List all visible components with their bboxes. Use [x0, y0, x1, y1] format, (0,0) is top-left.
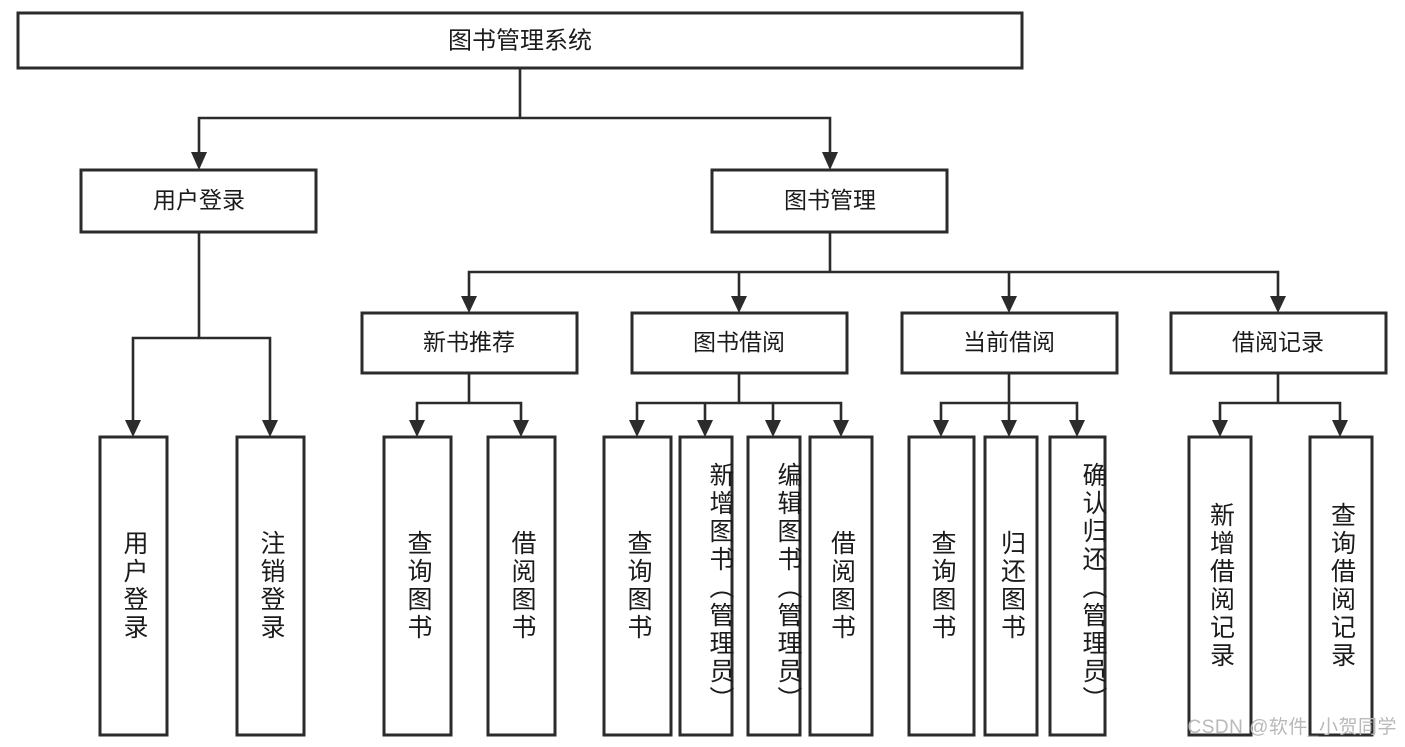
- node-user-login[interactable]: 用户登录: [79, 168, 318, 234]
- leaf-box-confirm-return-admin[interactable]: [1048, 435, 1107, 737]
- node-book-borrow[interactable]: 图书借阅: [630, 311, 849, 375]
- leaf-box-edit-book-admin[interactable]: [746, 435, 802, 737]
- leaf-box-borrow-book-1[interactable]: [486, 435, 557, 737]
- leaf-box-borrow-book-2[interactable]: [808, 435, 874, 737]
- leaf-box-query-book-1[interactable]: [382, 435, 453, 737]
- leaf-box-add-borrow-record[interactable]: [1187, 435, 1253, 737]
- node-book-borrow-label: 图书借阅: [693, 329, 785, 355]
- connectors-current-borrow-to-leaves: [933, 371, 1085, 437]
- node-root-label: 图书管理系统: [448, 27, 592, 54]
- node-root-book-management-system[interactable]: 图书管理系统: [16, 11, 1024, 70]
- leaf-box-add-book-admin[interactable]: [678, 435, 734, 737]
- connectors-book-borrow-to-leaves: [629, 371, 849, 437]
- leaf-box-user-login[interactable]: [98, 435, 169, 737]
- connectors-new-book-to-leaves: [409, 371, 529, 437]
- connectors-book-management-to-level2: [461, 230, 1286, 313]
- leaf-boxes-book-borrow: [602, 435, 874, 737]
- node-book-management[interactable]: 图书管理: [710, 168, 949, 234]
- node-book-management-label: 图书管理: [784, 187, 876, 213]
- node-borrow-record[interactable]: 借阅记录: [1169, 311, 1388, 375]
- watermark-text: CSDN @软件_小贺同学: [1187, 717, 1397, 738]
- leaf-box-query-book-2[interactable]: [602, 435, 673, 737]
- leaf-box-query-borrow-record[interactable]: [1308, 435, 1374, 737]
- node-user-login-label: 用户登录: [153, 187, 245, 213]
- leaf-box-return-book[interactable]: [983, 435, 1039, 737]
- leaf-boxes-new-book-recommend: [382, 435, 557, 737]
- leaf-box-logout-login[interactable]: [235, 435, 306, 737]
- leaf-boxes-user-login: [98, 435, 306, 737]
- leaf-box-query-book-3[interactable]: [907, 435, 976, 737]
- node-current-borrow[interactable]: 当前借阅: [900, 311, 1119, 375]
- node-new-book-recommend-label: 新书推荐: [423, 329, 515, 355]
- connectors-root-to-level1: [191, 66, 838, 170]
- leaf-boxes-borrow-record: [1187, 435, 1374, 737]
- node-borrow-record-label: 借阅记录: [1232, 329, 1324, 355]
- connectors-user-login-to-leaves: [125, 230, 278, 437]
- leaf-boxes-current-borrow: [907, 435, 1107, 737]
- node-new-book-recommend[interactable]: 新书推荐: [360, 311, 579, 375]
- node-current-borrow-label: 当前借阅: [963, 329, 1055, 355]
- connectors-borrow-record-to-leaves: [1212, 371, 1348, 437]
